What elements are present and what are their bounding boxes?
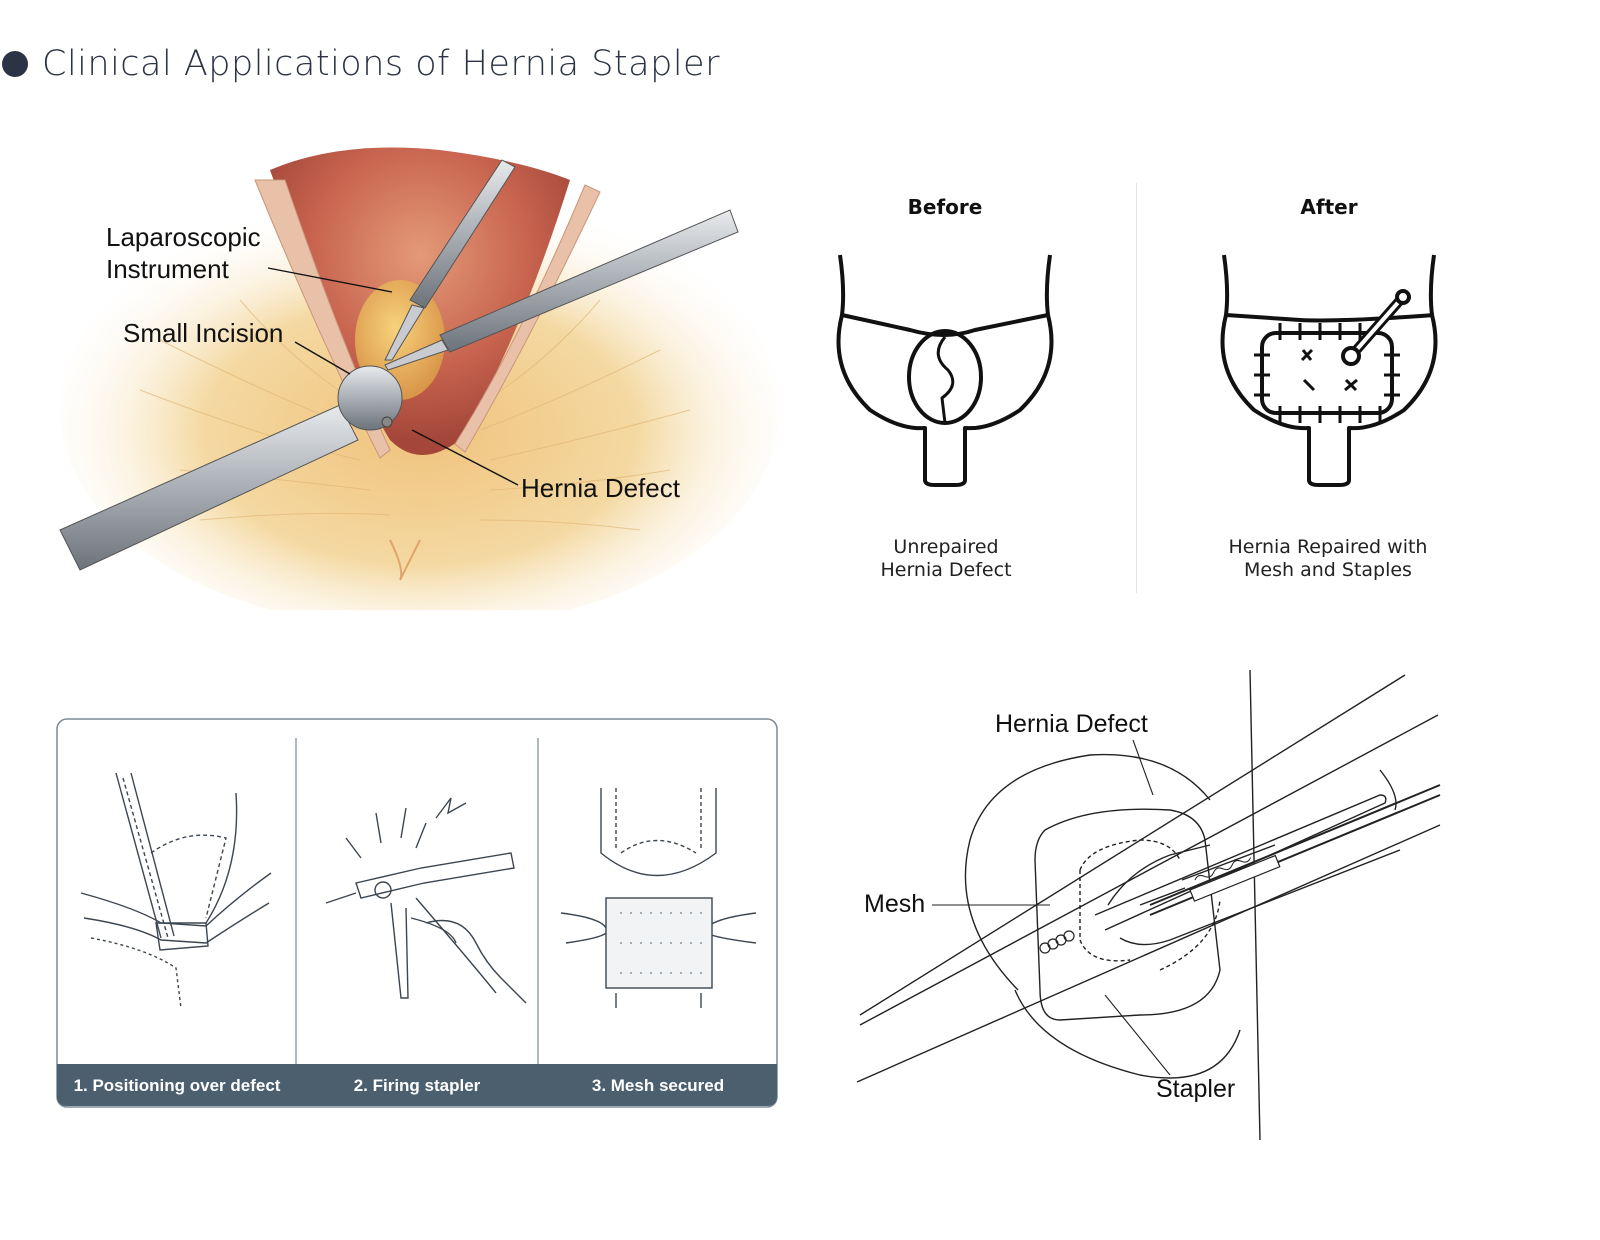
label-instrument-2: Instrument (106, 254, 230, 284)
step2-firing-drawing (325, 797, 527, 1004)
stapler-closeup-diagram: Hernia Defect Mesh Stapler (856, 670, 1441, 1141)
after-heading: After (1300, 195, 1357, 219)
page-header: Clinical Applications of Hernia Stapler (0, 36, 720, 92)
before-heading: Before (908, 195, 983, 219)
after-diagram (1220, 254, 1438, 487)
procedure-steps-panel: 1. Positioning over defect 2. Firing sta… (56, 718, 778, 1108)
staple-marks (1300, 348, 1358, 392)
closeup-label-defect: Hernia Defect (995, 710, 1148, 738)
stapler-head (337, 365, 403, 431)
step-label-bar (57, 1064, 777, 1106)
before-after-comparison: Before Unrepaired Hernia Defect After (836, 195, 1438, 581)
stapler-shaft (59, 365, 403, 571)
laparoscopic-instrument-upper (384, 159, 516, 361)
comparison-divider (1136, 183, 1137, 593)
label-hernia-defect: Hernia Defect (521, 473, 681, 503)
closeup-leader-lines (932, 739, 1171, 1076)
closeup-lines (856, 670, 1441, 1141)
staple-coil (1194, 857, 1252, 881)
tissue-fibers (139, 299, 691, 531)
mesh-patch (1260, 331, 1394, 415)
closeup-label-stapler: Stapler (1156, 1075, 1235, 1103)
label-instrument: Laparoscopic (106, 222, 261, 252)
step3-mesh-drawing (560, 788, 757, 1008)
bullet-dot-icon (2, 51, 28, 77)
step-label-2: 2. Firing stapler (354, 1076, 481, 1095)
page-title: Clinical Applications of Hernia Stapler (42, 44, 720, 84)
stapler-port (381, 416, 393, 428)
before-caption-line1: Unrepaired (893, 536, 998, 558)
closeup-label-mesh: Mesh (864, 890, 925, 918)
step3-mesh-texture (620, 912, 702, 974)
shaft-rings (1039, 930, 1075, 954)
step-label-3: 3. Mesh secured (592, 1076, 724, 1095)
after-caption-line1: Hernia Repaired with (1229, 536, 1428, 558)
step1-positioning-drawing (80, 772, 272, 1009)
before-caption-line2: Hernia Defect (880, 559, 1011, 581)
staple-cartridge (1189, 854, 1281, 902)
step-label-1: 1. Positioning over defect (74, 1076, 281, 1095)
navel-fold (389, 539, 421, 581)
surgical-illustration: Laparoscopic Instrument Small Incision H… (59, 147, 780, 610)
after-caption-line2: Mesh and Staples (1244, 559, 1412, 581)
before-diagram (836, 254, 1054, 487)
staple-row (1254, 323, 1400, 423)
leader-lines (267, 267, 519, 486)
label-small-incision: Small Incision (123, 318, 283, 348)
laparoscopic-instrument-right (384, 209, 739, 371)
